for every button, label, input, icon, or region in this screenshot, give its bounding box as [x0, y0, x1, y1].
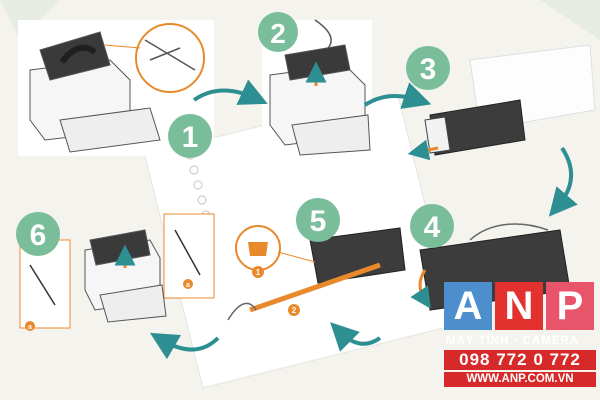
- panel-step-5: [227, 225, 406, 321]
- callout-badge-6b: a: [183, 279, 193, 289]
- printer-illustration: [269, 44, 371, 156]
- zoom-callout: [135, 23, 205, 93]
- panel-step-3: [407, 44, 596, 161]
- arrow-5-to-4-back: [330, 322, 382, 352]
- step-number: 6: [30, 219, 47, 252]
- brand-letter-n: N: [495, 282, 543, 330]
- callout-badge-5b: 2: [288, 304, 300, 316]
- panel-step-2: [262, 19, 372, 156]
- step-number: 3: [420, 53, 437, 86]
- shake-arrow-icon: [410, 269, 431, 309]
- step-number: 5: [310, 205, 327, 238]
- brand-tagline: MÁY TÍNH - CAMERA: [446, 335, 580, 347]
- brand-website: WWW.ANP.COM.VN: [444, 372, 596, 387]
- svg-text:a: a: [28, 324, 32, 331]
- step-number: 2: [270, 18, 286, 49]
- svg-text:a: a: [186, 282, 190, 289]
- step-number: 4: [424, 211, 441, 244]
- arrow-5-to-6: [149, 332, 220, 360]
- flow-arrows: [149, 79, 578, 360]
- brand-logo: A N P: [444, 282, 596, 334]
- step-5-marker: 5: [296, 198, 340, 242]
- callout-badge-5a: 1: [252, 266, 264, 278]
- hand-icon: [469, 223, 549, 241]
- seal-tape: [249, 262, 381, 313]
- step-2-marker: 2: [258, 12, 298, 52]
- svg-text:1: 1: [256, 268, 261, 277]
- step-6-marker: 6: [16, 212, 60, 256]
- callout-badge-6a: a: [25, 321, 35, 331]
- step-number: 1: [182, 121, 199, 154]
- svg-text:2: 2: [292, 306, 297, 315]
- brand-phone: 098 772 0 772: [444, 350, 596, 370]
- brand-watermark: A N P MÁY TÍNH - CAMERA 098 772 0 772 WW…: [444, 282, 596, 394]
- hand-icon: [314, 19, 332, 49]
- arrow-1-to-2: [192, 79, 268, 105]
- toner-cartridge: [309, 227, 406, 284]
- step-1-marker: 1: [168, 114, 212, 158]
- pull-arrow-icon: [407, 139, 439, 161]
- arrow-2-to-3: [363, 82, 432, 109]
- brand-letter-a: A: [444, 282, 492, 330]
- printer-illustration: [29, 31, 161, 153]
- printer-illustration: [84, 229, 167, 323]
- step-4-marker: 4: [410, 204, 454, 248]
- hand-icon: [227, 302, 257, 321]
- step-3-marker: 3: [406, 46, 450, 90]
- brand-letter-p: P: [546, 282, 594, 330]
- arrow-3-to-4: [548, 146, 578, 217]
- open-lid-arrow: [59, 44, 97, 64]
